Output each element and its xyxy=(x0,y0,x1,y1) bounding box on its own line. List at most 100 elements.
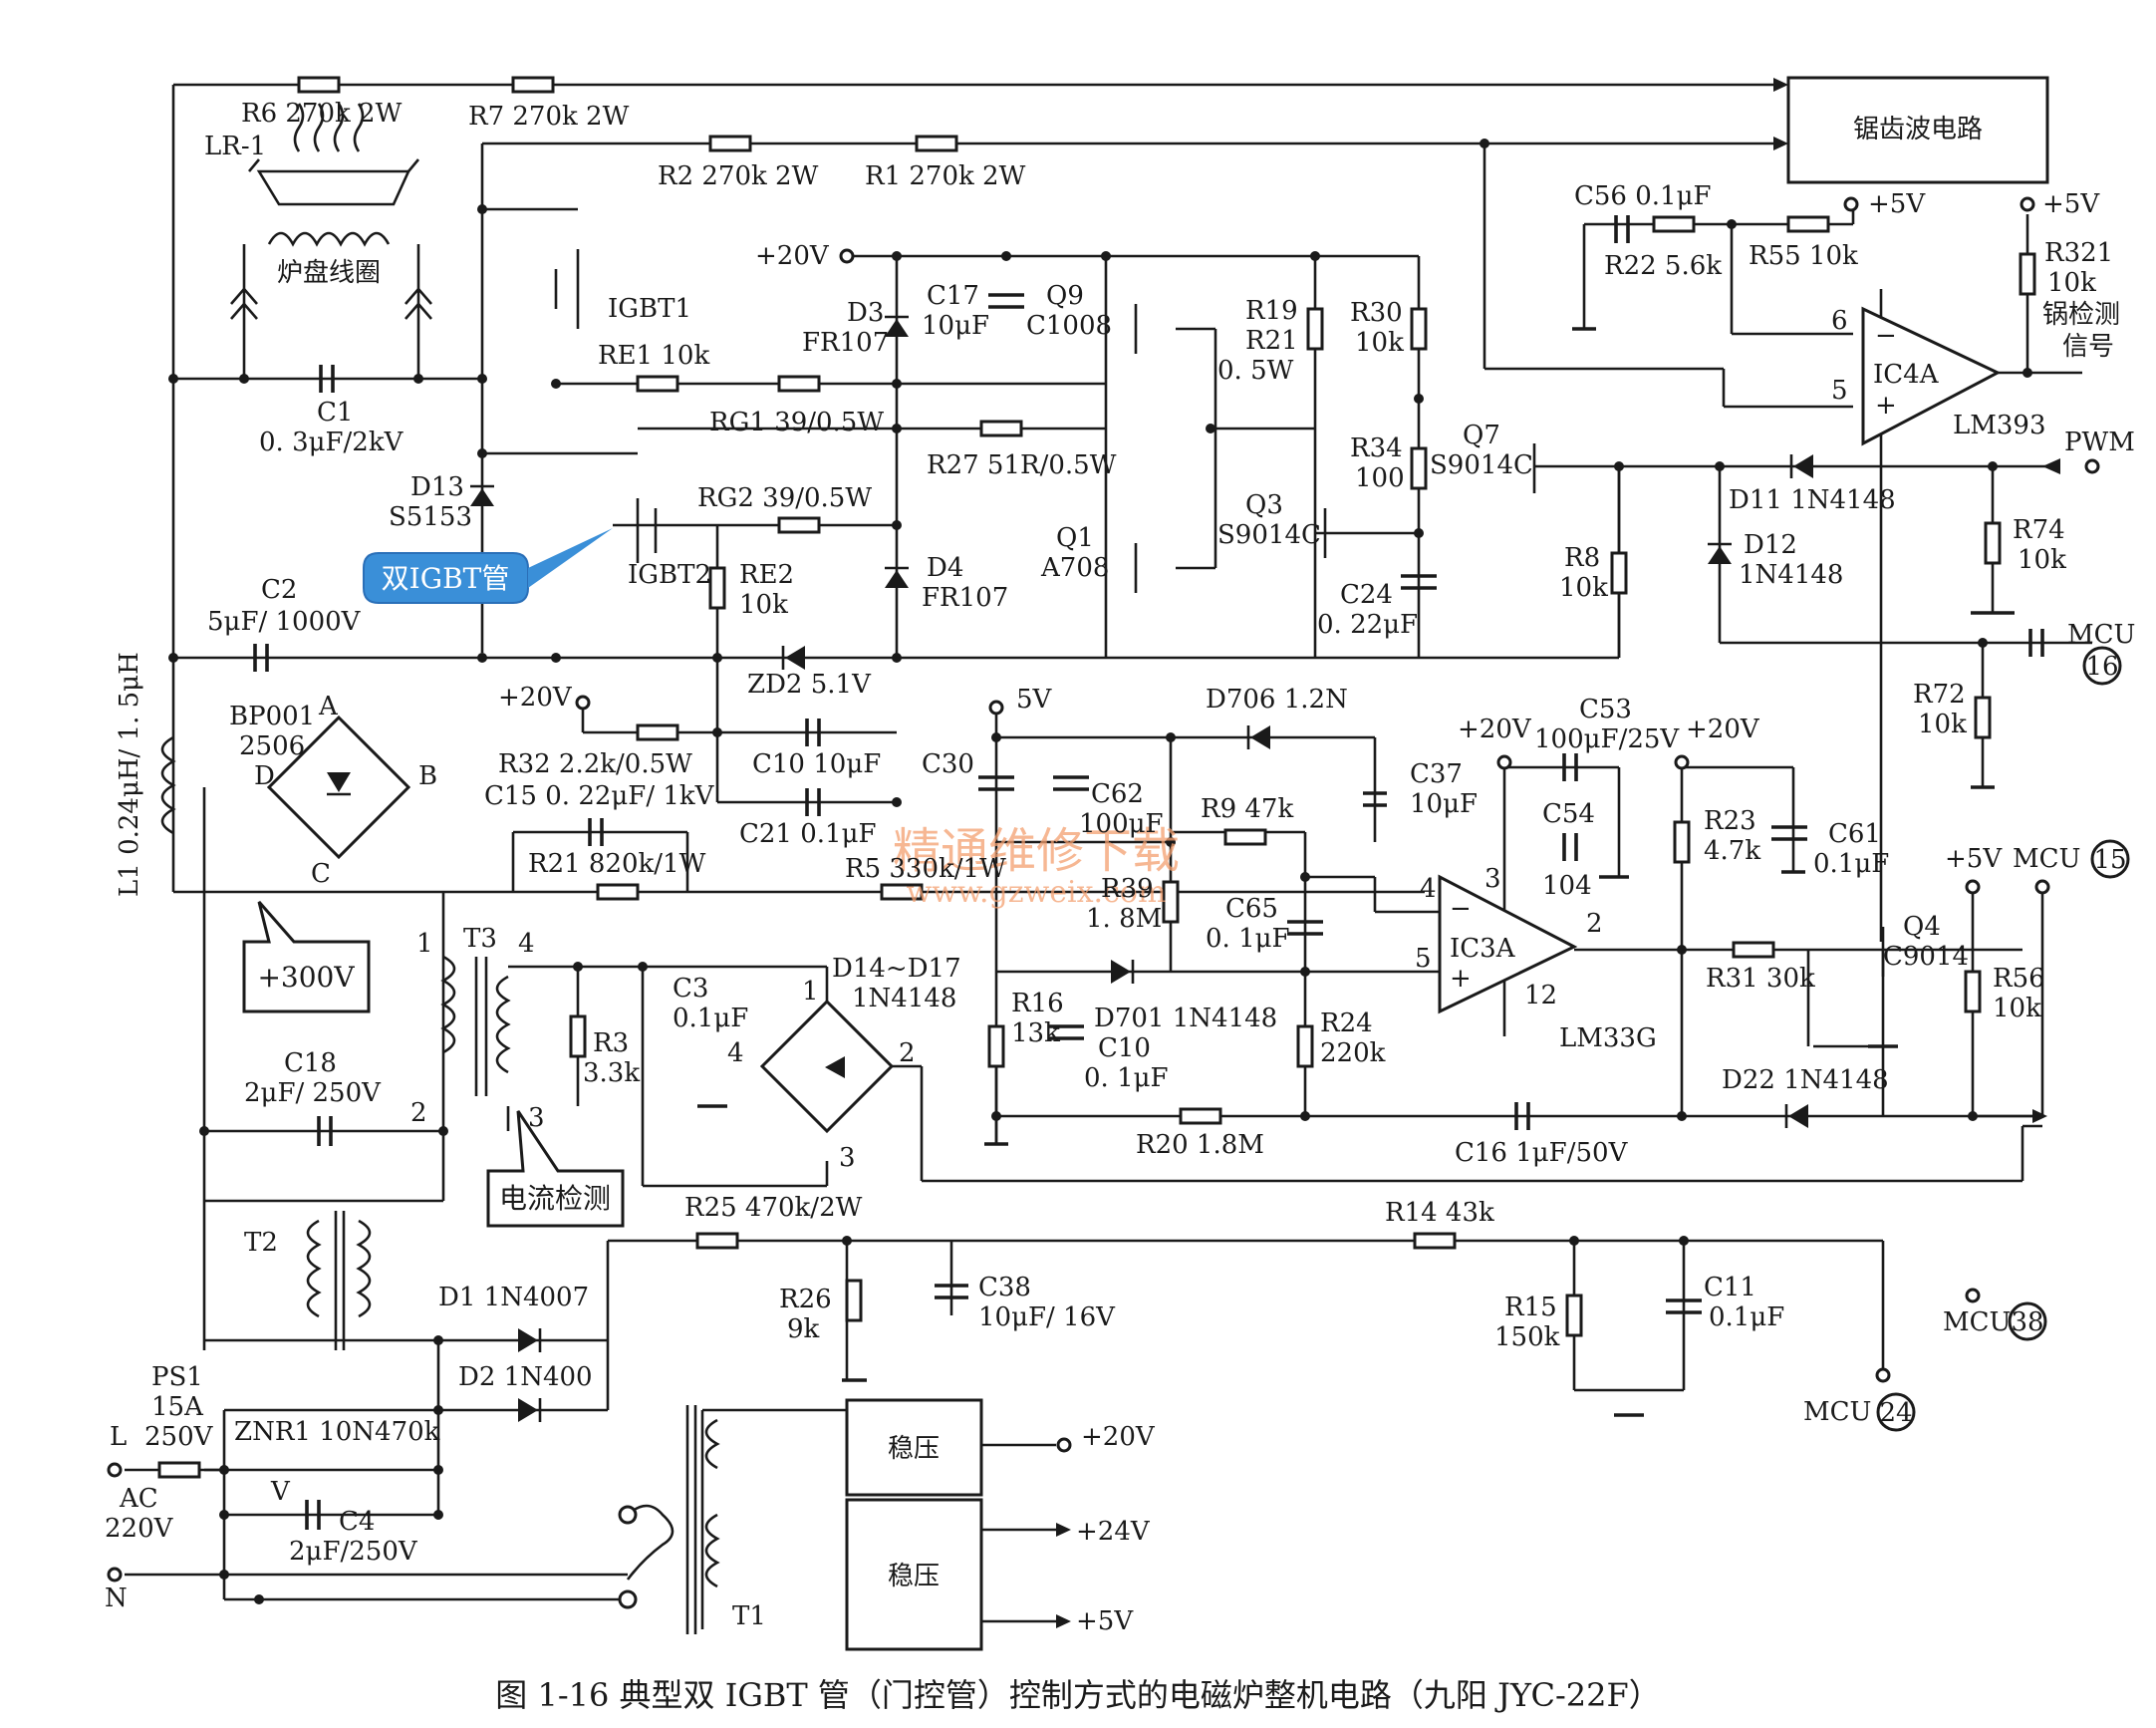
ic3a-pin12: 12 xyxy=(1524,981,1557,1010)
label-bpC: C xyxy=(311,859,331,889)
label-c38v: 10μF/ 16V xyxy=(978,1302,1116,1332)
sawtooth-circuit-block xyxy=(1786,76,2049,184)
label-igbt2: IGBT2 xyxy=(628,560,711,590)
label-r15v: 150k xyxy=(1494,1322,1560,1352)
svg-text:−: − xyxy=(1450,894,1472,924)
label-r15: R15 xyxy=(1504,1293,1557,1322)
label-d12: D12 xyxy=(1744,530,1797,560)
label-c54: C54 xyxy=(1542,799,1595,829)
label-r31: R31 30k xyxy=(1706,964,1815,994)
label-t3p2: 2 xyxy=(410,1098,427,1128)
label-r321v: 10k xyxy=(2047,268,2096,298)
label-d4v: FR107 xyxy=(922,583,1008,613)
label-q4: Q4 xyxy=(1903,912,1941,942)
label-ps1v: 250V xyxy=(144,1422,214,1452)
label-r321: R321 xyxy=(2044,238,2113,268)
label-r39v: 1. 8M xyxy=(1086,904,1162,934)
label-mcu16: MCU xyxy=(2067,620,2135,650)
watermark-url: www.gzweix.com xyxy=(907,875,1167,910)
dual-igbt-callout: 双IGBT管 xyxy=(363,528,613,604)
label-c38: C38 xyxy=(978,1273,1031,1302)
label-r74: R74 xyxy=(2013,515,2065,545)
label-r5: R5 330k/1W xyxy=(845,854,1006,884)
ic4a-part: LM393 xyxy=(1953,411,2046,440)
label-q7: Q7 xyxy=(1463,421,1500,450)
label-c10bv: 0. 1μF xyxy=(1084,1063,1169,1093)
component-labels: R6 270k 2W R7 270k 2W LR-1 R2 270k 2W R1… xyxy=(105,99,2135,1636)
ic4a-pin5: 5 xyxy=(1831,376,1848,406)
label-r72: R72 xyxy=(1913,680,1966,710)
label-d4: D4 xyxy=(927,553,963,583)
capacitors xyxy=(253,215,2044,1530)
ic3a-name: IC3A xyxy=(1450,934,1516,964)
label-ac: AC xyxy=(119,1484,158,1514)
label-ac2: 220V xyxy=(105,1514,174,1544)
current-detect-callout: 电流检测 xyxy=(486,1110,625,1228)
label-nterm: N xyxy=(105,1584,128,1613)
label-out20: +20V xyxy=(1081,1422,1156,1452)
label-t3p4: 4 xyxy=(518,929,535,959)
label-r56: R56 xyxy=(1993,964,2045,994)
label-r19: R19 xyxy=(1245,296,1298,326)
ic4a-name: IC4A xyxy=(1873,360,1940,390)
label-r74v: 10k xyxy=(2018,545,2066,575)
label-igbt1: IGBT1 xyxy=(608,294,691,324)
label-q3: Q3 xyxy=(1245,490,1283,520)
label-c15: C15 0. 22μF/ 1kV xyxy=(484,781,715,811)
label-t3p3: 3 xyxy=(528,1103,545,1133)
label-r22: R22 5.6k xyxy=(1604,251,1722,281)
svg-text:+: + xyxy=(1875,391,1897,421)
label-v20c: +20V xyxy=(1458,715,1532,744)
label-c53v: 100μF/25V xyxy=(1534,724,1680,754)
label-c18v: 2μF/ 250V xyxy=(244,1078,382,1108)
label-pot2: 信号 xyxy=(2062,332,2114,362)
label-r20: R20 1.8M xyxy=(1136,1130,1264,1160)
label-q1v: A708 xyxy=(1040,553,1109,583)
diodes xyxy=(470,315,1813,1422)
label-n15: 15 xyxy=(2093,845,2126,875)
regulator-label-2: 稳压 xyxy=(888,1562,940,1591)
ic3a-pin2: 2 xyxy=(1586,909,1603,939)
label-r26: R26 xyxy=(779,1285,832,1314)
label-t3: T3 xyxy=(463,924,497,954)
label-r34v: 100 xyxy=(1355,463,1405,493)
label-c24: C24 xyxy=(1340,580,1393,610)
label-bpv: 2506 xyxy=(239,731,305,761)
label-r30: R30 xyxy=(1350,298,1403,328)
label-q1: Q1 xyxy=(1056,523,1094,553)
label-r26v: 9k xyxy=(787,1314,820,1344)
label-r23: R23 xyxy=(1704,806,1756,836)
label-d701: D701 1N4148 xyxy=(1094,1004,1277,1033)
label-mcu38: MCU xyxy=(1943,1307,2011,1337)
label-c1v: 0. 3μF/2kV xyxy=(259,428,404,457)
junctions xyxy=(168,139,2032,1604)
label-c17v: 10μF xyxy=(922,311,989,341)
svg-text:+: + xyxy=(1450,964,1472,994)
label-t2: T2 xyxy=(244,1228,278,1258)
label-r7: R7 270k 2W xyxy=(468,102,630,132)
label-r21: R21 820k/1W xyxy=(528,849,706,879)
label-bd2: 2 xyxy=(899,1038,916,1068)
label-out24: +24V xyxy=(1076,1517,1151,1547)
inductors xyxy=(160,735,720,1634)
label-c53: C53 xyxy=(1579,695,1632,724)
label-n24: 24 xyxy=(1879,1398,1912,1428)
label-c65: C65 xyxy=(1225,894,1278,924)
label-r2: R2 270k 2W xyxy=(658,161,819,191)
ic3a-pin4: 4 xyxy=(1420,874,1437,904)
regulator-block-2 xyxy=(845,1498,983,1651)
label-d11: D11 1N4148 xyxy=(1729,485,1896,515)
label-d1: D1 1N4007 xyxy=(438,1283,589,1312)
label-re2: RE2 xyxy=(739,560,794,590)
label-c4: C4 xyxy=(339,1507,375,1537)
label-rg2: RG2 39/0.5W xyxy=(697,483,872,513)
regulator-label-1: 稳压 xyxy=(888,1434,940,1464)
label-r25: R25 470k/2W xyxy=(684,1193,863,1223)
label-c65v: 0. 1μF xyxy=(1206,924,1290,954)
ic3a-comparator xyxy=(1438,874,1578,1014)
label-c11: C11 xyxy=(1704,1273,1756,1302)
label-r32: R32 2.2k/0.5W xyxy=(498,749,692,779)
label-r9: R9 47k xyxy=(1201,794,1293,824)
label-c21: C21 0.1μF xyxy=(739,819,877,849)
label-r23v: 4.7k xyxy=(1704,836,1760,866)
